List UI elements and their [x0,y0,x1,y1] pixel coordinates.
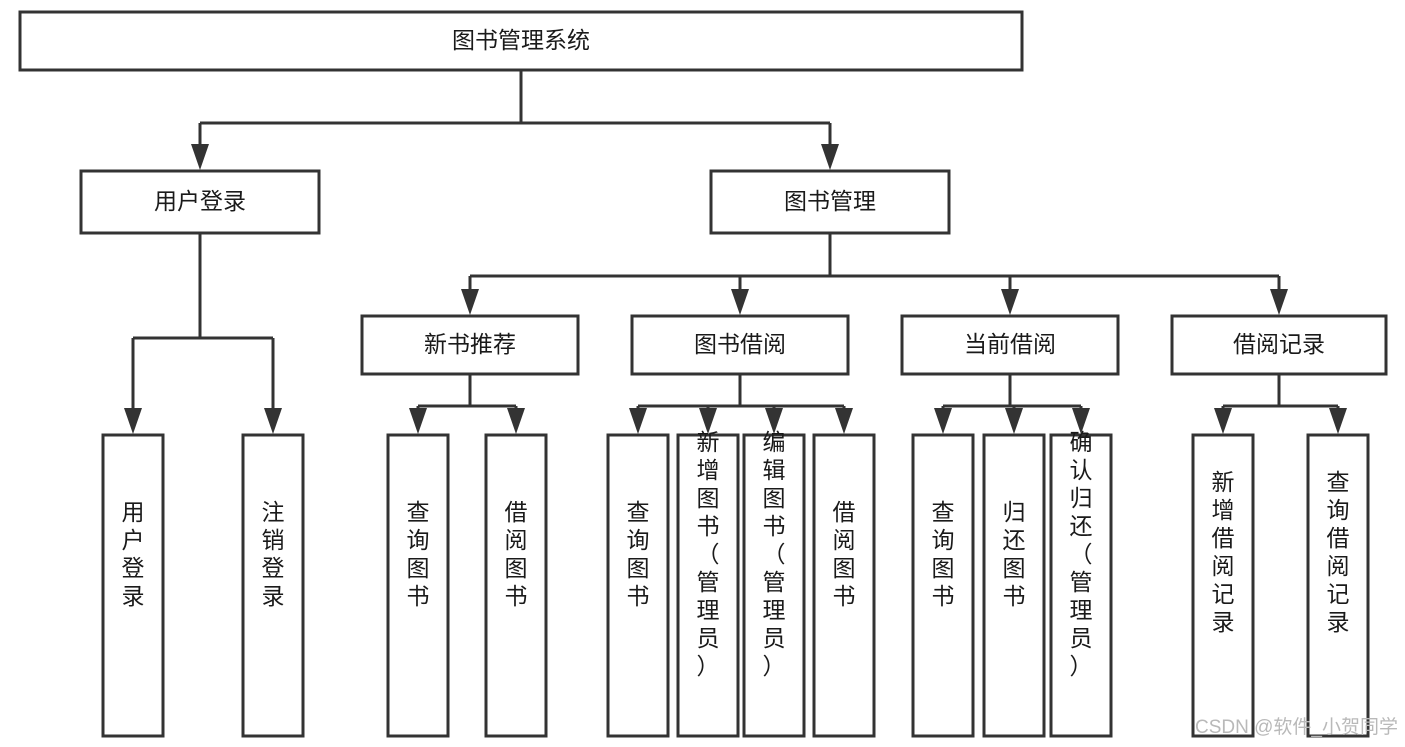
node-label-current-borrow: 当前借阅 [964,331,1056,357]
arrow-head-leaf-borrow-book-recommend [507,408,525,434]
node-leaf-user-login[interactable]: 用户登录 [101,433,165,738]
node-label-root: 图书管理系统 [452,27,590,53]
node-label-leaf-borrow-book-recommend: 借阅图书 [505,499,528,609]
node-box-leaf-query-book-recommend[interactable] [386,433,450,738]
node-label-leaf-edit-book-admin: 编辑图书（管理员） [763,429,786,679]
csdn-watermark: CSDN @软件_小贺同学 [1195,716,1398,738]
node-label-borrow-record: 借阅记录 [1233,331,1325,357]
node-box-leaf-query-borrow-record[interactable] [1306,433,1370,738]
node-leaf-borrow-book-recommend[interactable]: 借阅图书 [484,433,548,738]
node-box-new-book-recommend[interactable] [360,314,580,376]
node-label-book-manage: 图书管理 [784,188,876,214]
node-label-user-login: 用户登录 [154,188,246,214]
node-root[interactable]: 图书管理系统 [18,10,1024,72]
node-box-leaf-add-borrow-record[interactable] [1191,433,1255,738]
arrow-head-leaf-confirm-return-admin [1072,408,1090,434]
node-leaf-query-book-recommend[interactable]: 查询图书 [386,433,450,738]
node-leaf-query-book-current[interactable]: 查询图书 [911,433,975,738]
node-box-leaf-query-book-borrow[interactable] [606,433,670,738]
node-label-new-book-recommend: 新书推荐 [424,331,516,357]
node-label-leaf-query-book-recommend: 查询图书 [407,499,430,609]
node-new-book-recommend[interactable]: 新书推荐 [360,314,580,376]
arrow-head-leaf-edit-book-admin [765,408,783,434]
arrow-head-user-login [191,144,209,170]
node-book-manage[interactable]: 图书管理 [709,169,951,235]
node-box-leaf-return-book[interactable] [982,433,1046,738]
node-leaf-logout[interactable]: 注销登录 [241,433,305,738]
node-label-leaf-confirm-return-admin: 确认归还（管理员） [1070,429,1093,679]
node-box-leaf-edit-book-admin[interactable] [742,433,806,738]
node-label-leaf-add-borrow-record: 新增借阅记录 [1212,469,1235,635]
node-label-book-borrow: 图书借阅 [694,331,786,357]
node-box-leaf-logout[interactable] [241,433,305,738]
arrow-head-leaf-query-book-current [934,408,952,434]
node-box-leaf-confirm-return-admin[interactable] [1049,433,1113,738]
arrow-head-book-manage [821,144,839,170]
node-leaf-add-book-admin[interactable]: 新增图书（管理员） [676,429,740,738]
node-box-leaf-borrow-book-recommend[interactable] [484,433,548,738]
node-label-leaf-query-book-current: 查询图书 [932,499,955,609]
node-box-leaf-borrow-book[interactable] [812,433,876,738]
node-box-root[interactable] [18,10,1024,72]
arrow-head-leaf-return-book [1005,408,1023,434]
node-leaf-confirm-return-admin[interactable]: 确认归还（管理员） [1049,429,1113,738]
arrow-head-leaf-user-login [124,408,142,434]
arrow-head-leaf-query-book-recommend [409,408,427,434]
arrow-head-leaf-logout [264,408,282,434]
node-leaf-borrow-book[interactable]: 借阅图书 [812,433,876,738]
node-box-leaf-add-book-admin[interactable] [676,433,740,738]
node-box-leaf-user-login[interactable] [101,433,165,738]
arrow-head-leaf-query-borrow-record [1329,408,1347,434]
arrow-head-leaf-add-book-admin [699,408,717,434]
arrow-head-leaf-add-borrow-record [1214,408,1232,434]
node-leaf-return-book[interactable]: 归还图书 [982,433,1046,738]
node-box-user-login[interactable] [79,169,321,235]
node-leaf-query-book-borrow[interactable]: 查询图书 [606,433,670,738]
node-box-book-manage[interactable] [709,169,951,235]
node-label-leaf-query-book-borrow: 查询图书 [627,499,650,609]
node-current-borrow[interactable]: 当前借阅 [900,314,1120,376]
arrow-head-current-borrow [1001,289,1019,315]
arrow-head-new-book-recommend [461,289,479,315]
node-leaf-edit-book-admin[interactable]: 编辑图书（管理员） [742,429,806,738]
node-book-borrow[interactable]: 图书借阅 [630,314,850,376]
node-label-leaf-add-book-admin: 新增图书（管理员） [697,429,720,679]
node-leaf-add-borrow-record[interactable]: 新增借阅记录 [1191,433,1255,738]
arrow-head-borrow-record [1270,289,1288,315]
node-box-current-borrow[interactable] [900,314,1120,376]
arrow-head-book-borrow [731,289,749,315]
node-layer: 图书管理系统用户登录图书管理新书推荐图书借阅当前借阅借阅记录用户登录注销登录查询… [18,10,1388,738]
connector-layer [124,70,1347,434]
arrow-head-leaf-borrow-book [835,408,853,434]
node-leaf-query-borrow-record[interactable]: 查询借阅记录 [1306,433,1370,738]
node-label-leaf-borrow-book: 借阅图书 [833,499,856,609]
node-label-leaf-query-borrow-record: 查询借阅记录 [1327,469,1350,635]
node-label-leaf-return-book: 归还图书 [1003,499,1026,609]
arrow-head-leaf-query-book-borrow [629,408,647,434]
node-box-borrow-record[interactable] [1170,314,1388,376]
node-borrow-record[interactable]: 借阅记录 [1170,314,1388,376]
node-user-login[interactable]: 用户登录 [79,169,321,235]
node-box-leaf-query-book-current[interactable] [911,433,975,738]
node-label-leaf-user-login: 用户登录 [122,499,145,609]
node-label-leaf-logout: 注销登录 [262,499,285,609]
node-box-book-borrow[interactable] [630,314,850,376]
